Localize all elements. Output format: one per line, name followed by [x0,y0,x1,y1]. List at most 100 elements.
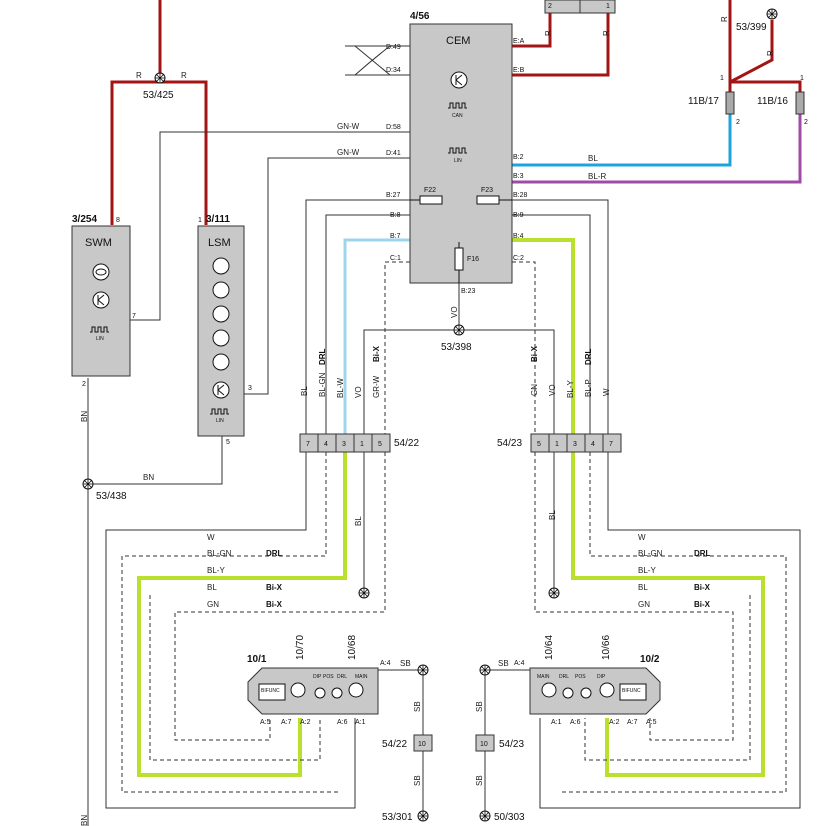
lsm-pin-5: 5 [226,439,230,446]
cem-pin-d41: D:41 [386,150,401,157]
components-headlamp-left-labels-1-label: POS [323,674,334,680]
splice-53-301-label: 53/301 [382,812,413,823]
cem-pin-b28: B:28 [513,192,528,199]
wire-colors-bl-r-label: BL-R [588,172,606,181]
splice-53-438 [82,478,94,490]
fog-light-icon [212,329,230,347]
pin-label: 1 [720,75,724,82]
steering-wheel-icon [92,263,110,281]
cem-pin-c2: C:2 [513,255,524,262]
cem-pin-b8: B:8 [390,212,401,219]
lsm-pin-3: 3 [248,385,252,392]
can-signal-icon [448,102,467,109]
connectors-c5422b-id-label: 54/22 [382,739,407,750]
components-conn-11b16-label: 11B/16 [757,96,788,107]
wire-colors-sb-label: SB [413,701,422,712]
wire-colors-gn-label: GN [530,384,539,396]
wire-colors-bl-y-label: BL-Y [638,566,656,575]
wire-colors-sb-label: SB [498,659,509,668]
wire-colors-vo-label: VO [354,386,363,398]
function-labels-bix-label: Bi-X [372,345,381,362]
pos-bulb-icon [580,687,592,699]
wire-colors-w-label: W [638,533,646,542]
components-headlamp-left-pins-a5-label: A:5 [260,719,271,726]
function-labels-bix-label: Bi-X [694,600,711,609]
cem-pin-eb: E:B [513,67,525,74]
splice-53-425-label: 53/425 [143,90,174,101]
swm-lin-label: LIN [96,336,104,342]
pin-label: 2 [736,119,740,126]
wire-colors-gn-label: GN [207,600,219,609]
swm-module: 3/254 8 SWM LIN 7 2 [71,214,136,388]
splice-53-398 [453,324,465,336]
splice-53-425 [154,72,166,84]
function-labels-bix-label: Bi-X [266,600,283,609]
transistor-icon [450,71,468,89]
cem-can-label: CAN [452,113,463,119]
wire-colors-bl-label: BL [354,516,363,526]
red-right-wires [728,0,802,92]
cem-pin-b23: B:23 [461,288,476,295]
connector-54-23-id: 54/23 [497,438,522,449]
wire-colors-bl-label: BL [300,386,309,396]
drl-bulb-icon [331,687,343,699]
components-headlamp-left-pins-a4-label: A:4 [380,660,391,667]
splice-53-399-label: 53/399 [736,22,767,33]
connectors-c5423-pins-0-label: 5 [537,441,541,448]
components-headlamp-right-pins-a2-label: A:2 [609,719,620,726]
wire-colors-bl-gn-label: BL-GN [638,549,663,558]
function-labels-drl-label: DRL [694,549,711,558]
headlamp-right: 10/2 10/64 10/66 BIFUNC MAIN DRL POS DIP… [514,635,661,726]
headlamp-right-id: 10/2 [640,654,660,665]
lin-signal-icon [90,326,109,333]
wire-colors-w-label: W [207,533,215,542]
rear-fog-icon [212,353,230,371]
function-labels-drl-label: DRL [584,348,593,365]
components-headlamp-left-pins-a6-label: A:6 [337,719,348,726]
connector-54-23: 5 1 3 4 7 54/23 [497,433,622,453]
bifunc-label: BIFUNC [261,688,280,694]
main-bulb-icon [541,682,557,698]
wire-colors-w-label: W [602,388,611,396]
swm-pin-2: 2 [82,381,86,388]
connector-54-22: 7 4 3 1 5 54/22 [299,433,419,453]
cem-pin-d49: D:49 [386,44,401,51]
connectors-c5423-pins-2-label: 3 [573,441,577,448]
parking-light-icon [212,281,230,299]
connectors-c5423-pins-3-label: 4 [591,441,595,448]
cem-pin-b4: B:4 [513,233,524,240]
function-labels-drl-label: DRL [318,348,327,365]
main-bulb-icon [348,682,364,698]
wire-colors-gn-w-label: GN-W [337,148,360,157]
wire-colors-r-label: R [544,30,553,36]
components-headlamp-left-pins-a2-label: A:2 [300,719,311,726]
connectors-c5423b-id-label: 54/23 [499,739,524,750]
relay-pin-1: 1 [606,3,610,10]
wire-colors-gn-w-label: GN-W [337,122,360,131]
wire-colors-r-label: R [602,30,611,36]
cem-lin-label: LIN [454,158,462,164]
transistor-icon [212,381,230,399]
cem-pin-b27: B:27 [386,192,401,199]
components-headlamp-right-labels-0-label: MAIN [537,674,550,680]
wire-colors-bn-label: BN [80,411,89,422]
components-headlamp-right-labels-2-label: POS [575,674,586,680]
pin-label: 2 [804,119,808,126]
black-wires [87,45,801,826]
splice-bl-right [548,587,560,599]
purple-b3-wire [512,114,802,184]
function-labels-bix-label: Bi-X [694,583,711,592]
splice-53-399 [766,8,778,20]
splice-53-398-label: 53/398 [441,342,472,353]
wire-colors-bl-y-label: BL-Y [207,566,225,575]
dip-bulb-icon [599,682,615,698]
connector-54-22-id: 54/22 [394,438,419,449]
pin-label: 1 [800,75,804,82]
splice-sb-left [417,664,429,676]
cem-pin-ea: E:A [513,38,525,45]
wire-colors-sb-label: SB [400,659,411,668]
red-cem-e-wires [512,13,610,77]
wire-colors-bl-label: BL [638,583,648,592]
lsm-id: 3/111 [206,214,230,225]
